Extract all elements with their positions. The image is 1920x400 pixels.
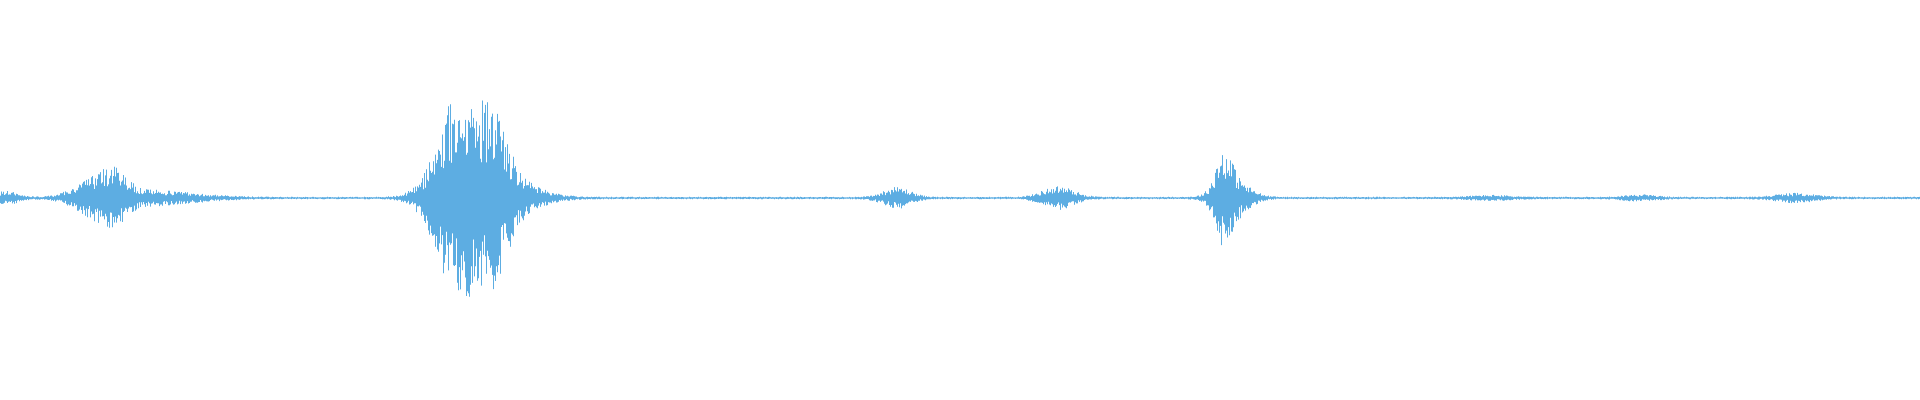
waveform-path bbox=[0, 100, 1920, 297]
